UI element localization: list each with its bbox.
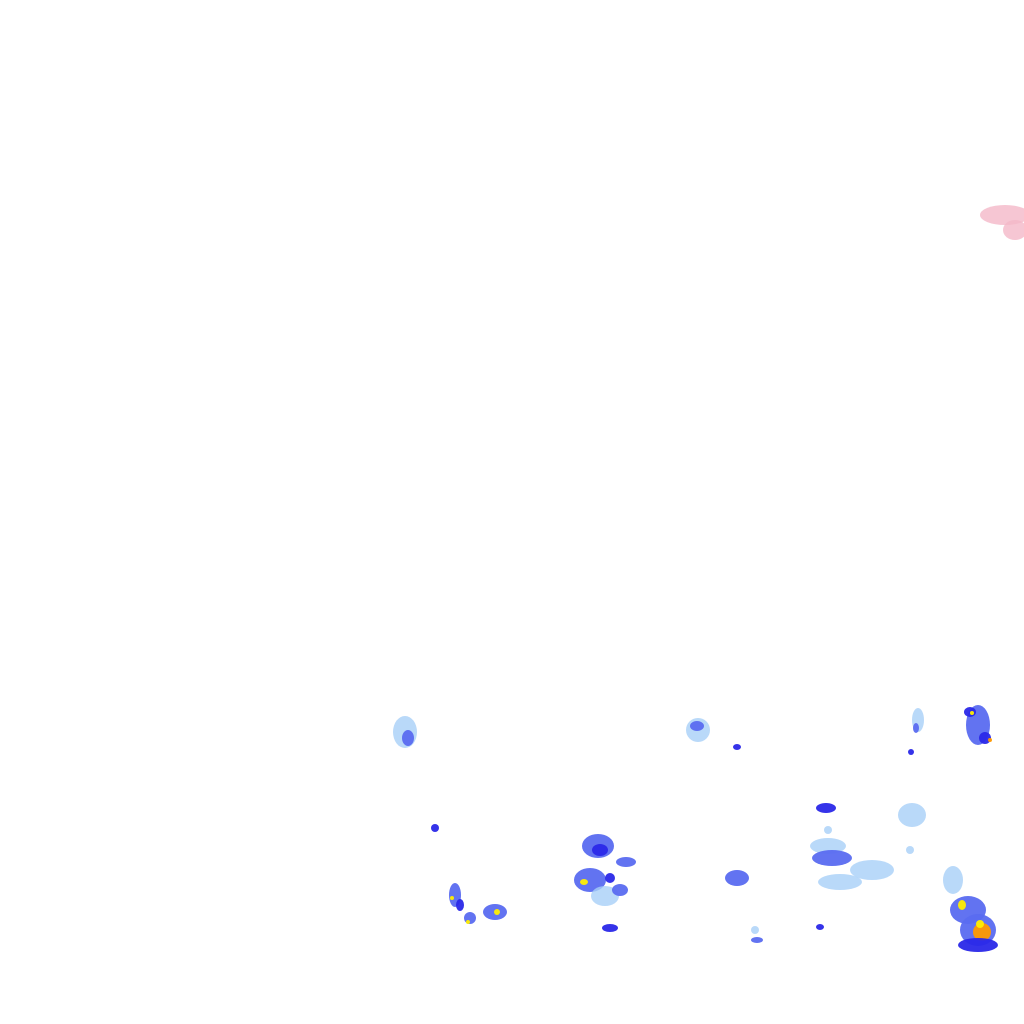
precipitation-echo-heavy (431, 824, 439, 832)
precipitation-echo-mixed (1003, 220, 1024, 240)
precipitation-echo-heavy (733, 744, 741, 750)
precipitation-echo-heavy (602, 924, 618, 932)
precipitation-echo-medium (812, 850, 852, 866)
precipitation-echo-heavy (958, 938, 998, 952)
precipitation-echo-intense (580, 879, 588, 885)
precipitation-echo-extreme (988, 738, 992, 742)
precipitation-echo-medium (574, 868, 606, 892)
precipitation-echo-light (810, 838, 846, 854)
precipitation-echo-light (824, 826, 832, 834)
precipitation-echo-light (898, 803, 926, 827)
precipitation-echo-intense (970, 711, 974, 715)
precipitation-echo-heavy (456, 899, 464, 911)
precipitation-echo-medium (751, 937, 763, 943)
precipitation-echo-light (850, 860, 894, 880)
precipitation-echo-light (818, 874, 862, 890)
precipitation-echo-heavy (908, 749, 914, 755)
precipitation-echo-heavy (816, 803, 836, 813)
precipitation-echo-light (906, 846, 914, 854)
precipitation-echo-medium (616, 857, 636, 867)
precipitation-echo-heavy (964, 707, 976, 717)
precipitation-echo-extreme (973, 923, 991, 941)
precipitation-echo-medium (464, 912, 476, 924)
precipitation-echo-medium (612, 884, 628, 896)
precipitation-echo-intense (976, 920, 984, 928)
precipitation-echo-heavy (816, 924, 824, 930)
precipitation-echo-mixed (980, 205, 1024, 225)
precipitation-echo-medium (402, 730, 414, 746)
precipitation-echo-medium (690, 721, 704, 731)
precipitation-echo-intense (466, 920, 470, 924)
precipitation-echo-heavy (605, 873, 615, 883)
precipitation-echo-heavy (592, 844, 608, 856)
precipitation-echo-light (751, 926, 759, 934)
precipitation-echo-light (591, 886, 619, 906)
precipitation-echo-intense (450, 896, 454, 900)
precipitation-echo-medium (913, 723, 919, 733)
precipitation-echo-medium (725, 870, 749, 886)
precipitation-echo-light (943, 866, 963, 894)
precipitation-echo-intense (958, 900, 966, 910)
precipitation-echo-heavy (979, 732, 991, 744)
precipitation-echo-intense (494, 909, 500, 915)
